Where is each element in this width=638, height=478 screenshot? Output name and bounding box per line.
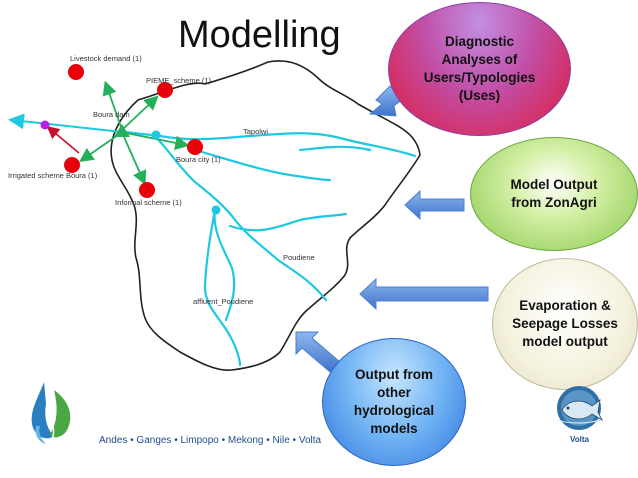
page-title: Modelling xyxy=(178,14,341,56)
return-flow-link xyxy=(46,125,80,154)
reservoir-icon xyxy=(114,124,130,137)
arrow-from-zonagri xyxy=(404,189,465,221)
evaporation-line-3: model output xyxy=(522,334,608,349)
label-irrigated: Irrigated scheme Boura (1) xyxy=(8,171,98,180)
demand-node-pieme xyxy=(157,82,173,98)
volta-logo-label: Volta xyxy=(570,435,589,444)
dam-links xyxy=(8,80,190,186)
input-arrows xyxy=(295,85,489,373)
demand-node-boura-city xyxy=(187,139,203,155)
hydrological-line-3: hydrological xyxy=(353,403,435,418)
label-affluent: affluent_Poudiene xyxy=(193,297,253,306)
poudiene-river xyxy=(153,134,328,302)
evaporation-line-1: Evaporation & xyxy=(519,298,611,313)
volta-fish-logo xyxy=(557,386,603,430)
diagnostic-line-4: (Uses) xyxy=(458,88,501,103)
outflow-link xyxy=(8,113,123,133)
river-network xyxy=(123,130,417,367)
diagnostic-line-1: Diagnostic xyxy=(444,34,514,49)
zonagri-bubble: Model Output from ZonAgri xyxy=(470,137,638,251)
zonagri-line-2: from ZonAgri xyxy=(511,195,597,210)
label-tapolwi: Tapolwi xyxy=(243,127,268,136)
label-boura-dam: Boura dam xyxy=(93,110,130,119)
river-node-2 xyxy=(211,205,221,215)
hydrological-bubble: Output from other hydrological models xyxy=(322,338,466,466)
hydrological-line-1: Output from xyxy=(355,367,433,382)
evaporation-bubble: Evaporation & Seepage Losses model outpu… xyxy=(492,258,638,390)
footer-basins: Andes • Ganges • Limpopo • Mekong • Nile… xyxy=(99,435,322,446)
link-irrigated xyxy=(79,134,119,163)
label-livestock: Livestock demand (1) xyxy=(70,54,142,63)
link-livestock xyxy=(102,80,123,131)
water-leaf-logo xyxy=(31,382,71,444)
label-poudiene: Poudiene xyxy=(283,253,315,262)
label-informal: Informal scheme (1) xyxy=(115,198,182,207)
tributary-1 xyxy=(213,208,236,322)
zonagri-line-1: Model Output xyxy=(510,177,598,192)
tributary-2 xyxy=(193,148,332,182)
return-node xyxy=(40,120,50,130)
tributary-4 xyxy=(298,145,372,152)
link-informal xyxy=(123,136,147,186)
affluent-river xyxy=(203,208,242,367)
demand-node-livestock xyxy=(68,64,84,80)
arrow-from-evaporation xyxy=(359,277,489,311)
diagnostic-bubble: Diagnostic Analyses of Users/Typologies … xyxy=(388,2,571,136)
diagnostic-line-3: Users/Typologies xyxy=(423,70,536,85)
label-boura-city: Boura city (1) xyxy=(176,155,221,164)
hydrological-line-2: other xyxy=(377,385,411,400)
demand-node-informal xyxy=(139,182,155,198)
link-pieme xyxy=(123,95,159,129)
hydrological-line-4: models xyxy=(370,421,418,436)
label-pieme: PIEME_scheme (1) xyxy=(146,76,212,85)
evaporation-line-2: Seepage Losses xyxy=(512,316,618,331)
diagnostic-line-2: Analyses of xyxy=(441,52,518,67)
tributary-3 xyxy=(228,212,348,232)
basin-boundary xyxy=(110,60,421,371)
main-river xyxy=(123,130,417,158)
demand-node-irrigated xyxy=(64,157,80,173)
river-node-1 xyxy=(151,130,161,140)
